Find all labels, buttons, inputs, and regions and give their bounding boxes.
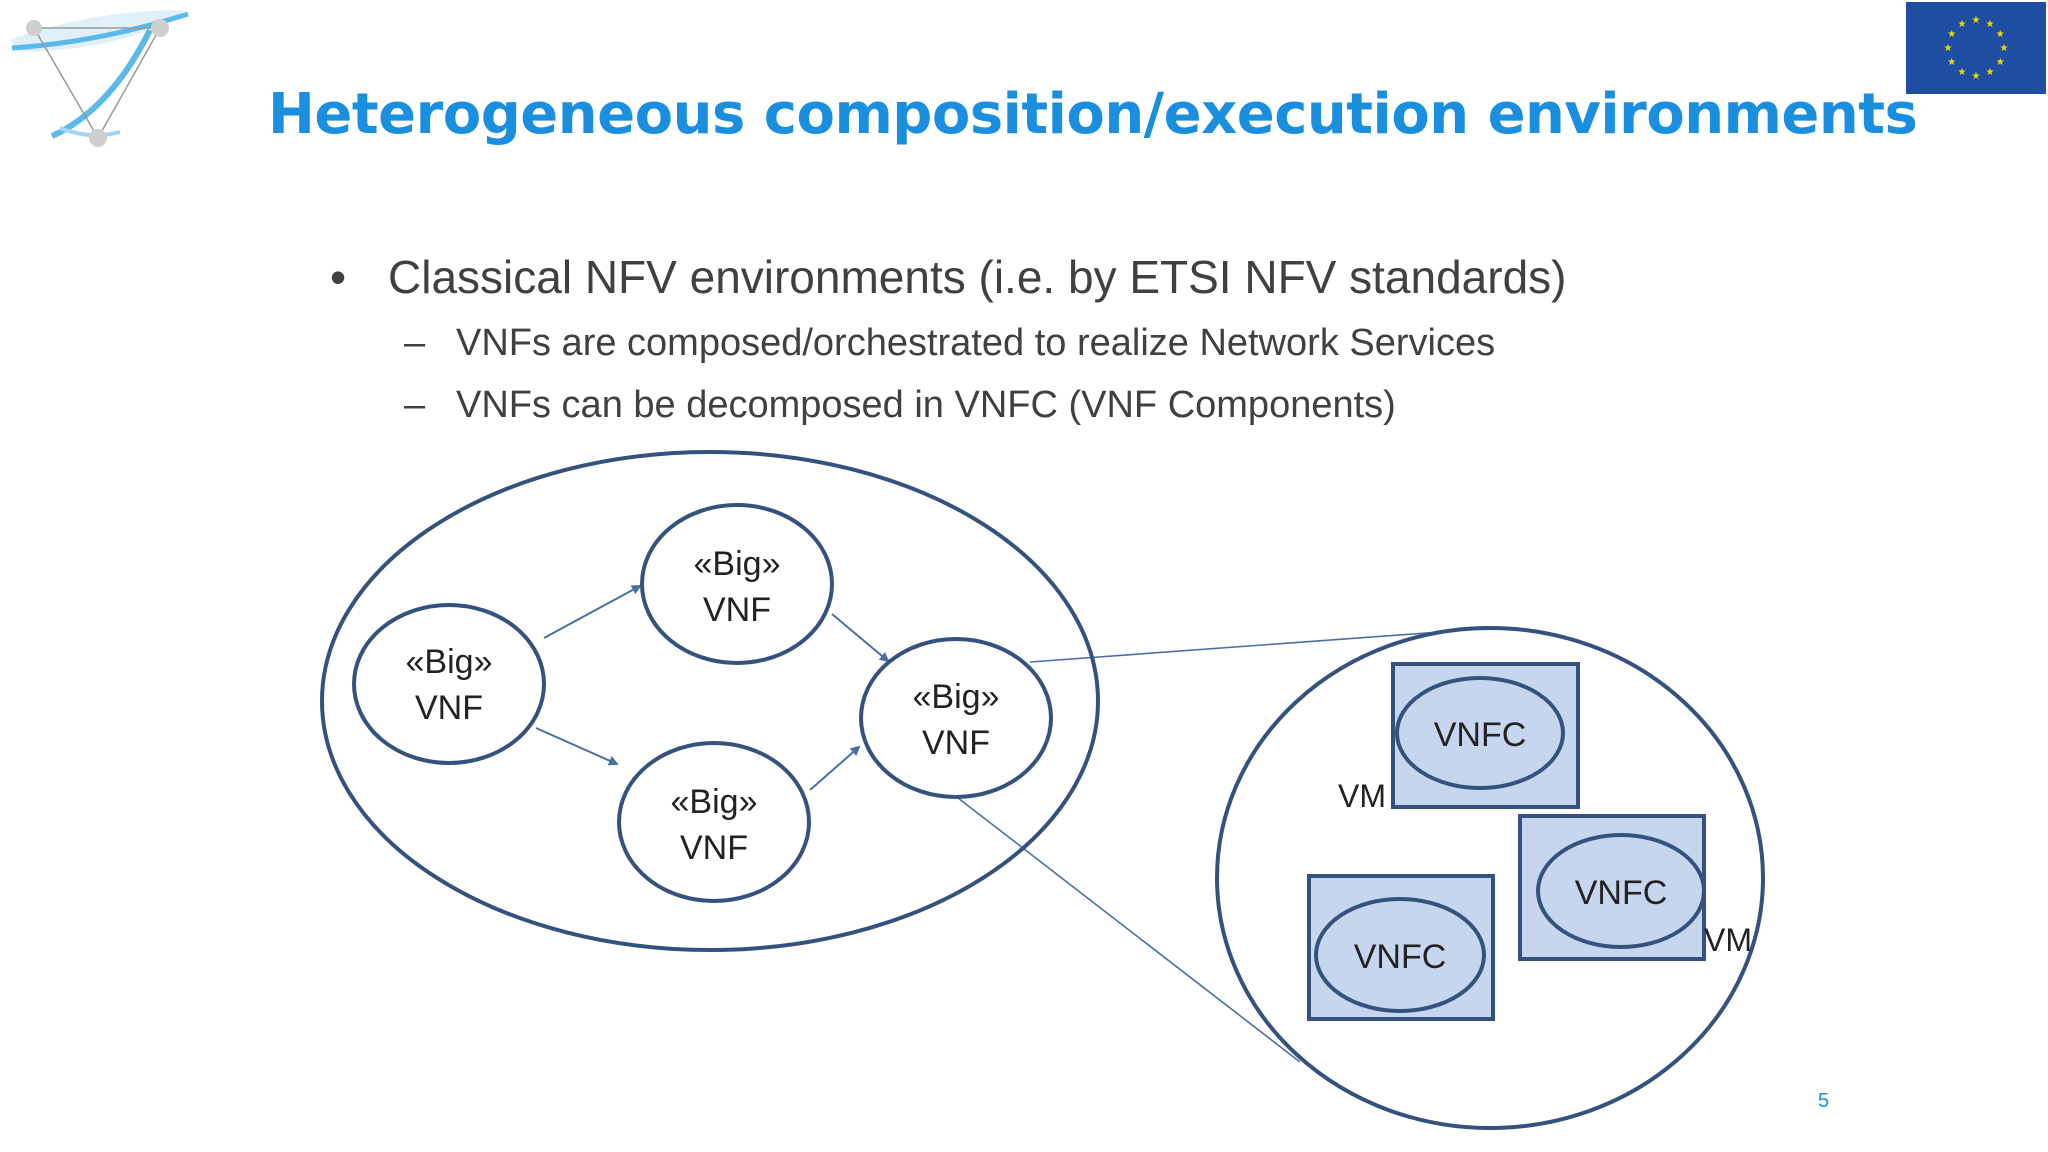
vnf-node-label: VNF [680, 829, 748, 867]
network-logo-icon [10, 10, 189, 147]
vnf-node-label: «Big» [671, 783, 758, 821]
page-number: 5 [1818, 1090, 1830, 1112]
eu-star-icon: ★ [1958, 67, 1967, 78]
eu-star-icon: ★ [1972, 15, 1981, 26]
vnf-node-label: «Big» [406, 643, 493, 681]
vm-label: VM [1338, 778, 1386, 814]
vnfc-label: VNFC [1434, 716, 1527, 754]
subbullet-marker: – [404, 384, 426, 426]
arrow [543, 585, 642, 639]
eu-star-icon: ★ [1947, 57, 1956, 68]
vm-box: VNFC [1518, 814, 1706, 961]
vnf-node-label: VNF [703, 591, 771, 629]
arrow [831, 613, 890, 663]
bullet-marker: • [330, 251, 347, 303]
eu-star-icon: ★ [1996, 57, 2005, 68]
slide-title: Heterogeneous composition/execution envi… [268, 82, 1918, 147]
zoom-line-bottom [957, 797, 1301, 1063]
subbullet-text: VNFs can be decomposed in VNFC (VNF Comp… [456, 384, 1396, 426]
eu-flag-icon: ★★★★★★★★★★★★ [1906, 2, 2046, 94]
vnf-node: «Big» VNF [617, 741, 811, 903]
network-service-ellipse [320, 450, 1100, 952]
subbullet-text: VNFs are composed/orchestrated to realiz… [456, 322, 1496, 364]
subbullet-marker: – [404, 322, 426, 364]
zoom-line-top [1029, 631, 1441, 663]
vnf-node-label: «Big» [694, 545, 781, 583]
vnf-node: «Big» VNF [352, 603, 546, 765]
eu-star-icon: ★ [1944, 43, 1953, 54]
vnf-node-label: «Big» [913, 678, 1000, 716]
arrow [809, 745, 861, 791]
vnfc-label: VNFC [1575, 874, 1668, 912]
eu-star-icon: ★ [1947, 29, 1956, 40]
vm-box: VNFC [1307, 874, 1495, 1021]
vnf-node-label: VNF [415, 689, 483, 727]
vnfc-label: VNFC [1354, 938, 1447, 976]
arrow [535, 727, 619, 766]
eu-star-icon: ★ [2000, 43, 2009, 54]
eu-star-icon: ★ [1986, 19, 1995, 30]
vnf-node: «Big» VNF [640, 503, 834, 665]
eu-star-icon: ★ [1986, 67, 1995, 78]
eu-star-icon: ★ [1972, 71, 1981, 82]
vm-label: VM [1704, 922, 1752, 958]
vnf-node: «Big» VNF [859, 637, 1053, 799]
eu-star-icon: ★ [1958, 19, 1967, 30]
vnf-node-label: VNF [922, 724, 990, 762]
bullet-text: Classical NFV environments (i.e. by ETSI… [388, 251, 1567, 303]
vm-box: VNFC [1391, 662, 1580, 809]
eu-star-icon: ★ [1996, 29, 2005, 40]
